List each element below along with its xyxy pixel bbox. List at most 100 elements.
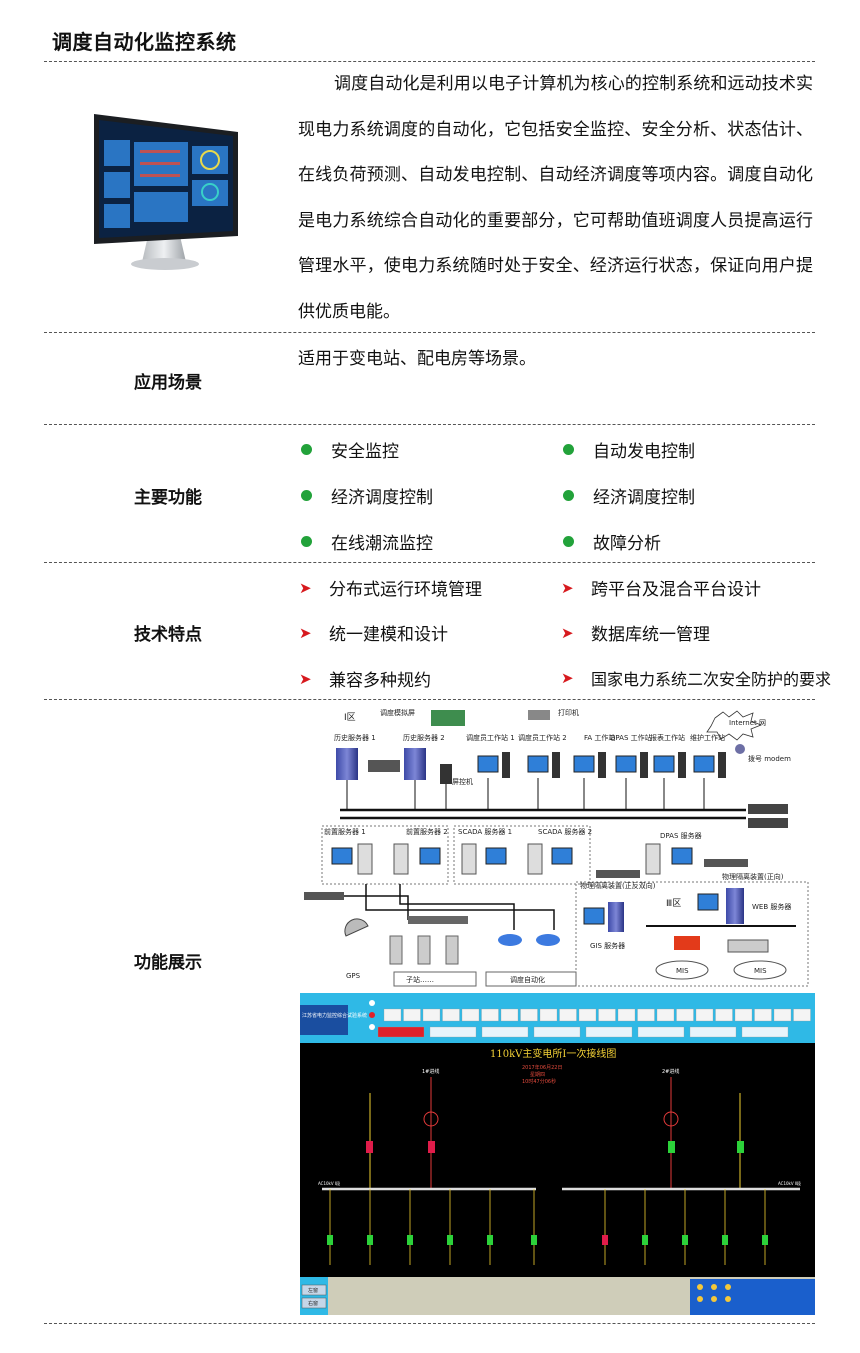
fa-label: FA 工作站: [584, 733, 615, 742]
station-tab[interactable]: [520, 1008, 538, 1022]
screen-ctrl-label: 屏控机: [452, 777, 473, 786]
station-tab[interactable]: [461, 1008, 480, 1022]
station-tab[interactable]: [617, 1008, 636, 1022]
station-tab[interactable]: [715, 1008, 733, 1022]
breaker-icon: [367, 1235, 373, 1245]
scenario-text: 适用于变电站、配电房等场景。: [298, 349, 536, 369]
server-icon: [404, 748, 426, 780]
station-tab[interactable]: [773, 1008, 792, 1022]
feature-item: ➤ 国家电力系统二次安全防护的要求: [561, 666, 831, 690]
section-label-functions: 主要功能: [134, 488, 202, 508]
front2-label: 前置服务器 2: [406, 827, 448, 836]
right-window-button[interactable]: [301, 1297, 327, 1309]
station-tab[interactable]: [481, 1008, 499, 1022]
arrow-bullet-icon: ➤: [561, 669, 574, 687]
report-ws-label: 报表工作站: [650, 733, 685, 742]
station-tab[interactable]: [598, 1008, 616, 1022]
section-label-scenario: 应用场景: [134, 373, 202, 393]
scada-date: 2017年06月22日: [522, 1064, 562, 1071]
menu-tab[interactable]: [533, 1026, 581, 1038]
front1-label: 前置服务器 1: [324, 827, 366, 836]
firewall-icon: [674, 936, 700, 950]
feature-label: 分布式运行环境管理: [329, 580, 482, 600]
screen-ctrl-icon: [440, 764, 452, 784]
station-tab[interactable]: [695, 1008, 714, 1022]
divider: [44, 562, 815, 563]
feature-label: 统一建模和设计: [329, 625, 448, 645]
right-window-label: 右窗: [308, 1300, 318, 1307]
station-tab[interactable]: [559, 1008, 577, 1022]
iso-fwd-label: 物理隔离装置(正向): [722, 872, 784, 881]
station-tab[interactable]: [578, 1008, 597, 1022]
scada1-label: SCADA 服务器 1: [458, 827, 512, 836]
scada-weekday: 星期四: [530, 1072, 545, 1078]
sim-screen-label: 调度模拟屏: [380, 708, 415, 717]
feature-item: ➤跨平台及混合平台设计: [561, 575, 761, 601]
station-tab[interactable]: [754, 1008, 772, 1022]
divider: [44, 1323, 815, 1324]
menu-tab[interactable]: [741, 1026, 789, 1038]
breaker-icon: [642, 1235, 648, 1245]
menu-tab[interactable]: [585, 1026, 633, 1038]
scada-screenshot: 江苏省电力监控综合试验系统 110kV主变电所Ⅰ一次接线图 2017年06月22…: [300, 993, 815, 1315]
feature-item: ➤兼容多种规约: [299, 666, 431, 692]
arrow-bullet-icon: ➤: [299, 578, 312, 597]
breaker-icon: [722, 1235, 728, 1245]
menu-tab[interactable]: [481, 1026, 529, 1038]
bullet-dot-icon: [563, 536, 574, 547]
intro-text: 调度自动化是利用以电子计算机为核心的控制系统和远动技术实现电力系统调度的自动化，…: [298, 74, 813, 322]
divider: [44, 332, 815, 333]
gps-label: GPS: [346, 972, 361, 980]
iso-bi-label: 物理隔离装置(正反双向): [580, 881, 656, 890]
station-tab[interactable]: [383, 1008, 402, 1022]
station-tab[interactable]: [500, 1008, 519, 1022]
station-tab[interactable]: [422, 1008, 441, 1022]
breaker-icon: [602, 1235, 608, 1245]
scada-title: 110kV主变电所Ⅰ一次接线图: [490, 1047, 616, 1060]
zone3-label: Ⅲ区: [666, 898, 681, 909]
function-item: 经济调度控制: [563, 483, 695, 508]
station-tab[interactable]: [403, 1008, 421, 1022]
hist1-label: 历史服务器 1: [334, 733, 376, 742]
menu-tab[interactable]: [689, 1026, 737, 1038]
station-tab[interactable]: [734, 1008, 753, 1022]
function-label: 经济调度控制: [593, 488, 695, 508]
station-tab[interactable]: [676, 1008, 694, 1022]
scada2-label: SCADA 服务器 2: [538, 827, 592, 836]
bullet-dot-icon: [563, 490, 574, 501]
station-tab[interactable]: [539, 1008, 558, 1022]
breaker-icon: [487, 1235, 493, 1245]
function-item: 经济调度控制: [301, 483, 433, 508]
breaker-icon: [327, 1235, 333, 1245]
feature-label: 跨平台及混合平台设计: [591, 580, 761, 600]
menu-tab[interactable]: [377, 1026, 425, 1038]
breaker-icon: [447, 1235, 453, 1245]
line1-label: 1#进线: [422, 1068, 439, 1075]
station-tab[interactable]: [442, 1008, 460, 1022]
page-title: 调度自动化监控系统: [52, 30, 237, 54]
breaker-icon: [762, 1235, 768, 1245]
mis2-label: MIS: [754, 967, 767, 975]
menu-tab[interactable]: [637, 1026, 685, 1038]
ws1-label: 调度员工作站 1: [466, 733, 515, 742]
feature-label: 兼容多种规约: [329, 671, 431, 691]
scada-logo: 江苏省电力监控综合试验系统: [302, 1012, 367, 1019]
function-item: 在线潮流监控: [301, 529, 433, 554]
server-icon: [336, 748, 358, 780]
divider: [44, 699, 815, 700]
station-tab[interactable]: [793, 1008, 811, 1022]
arrow-bullet-icon: ➤: [561, 623, 574, 642]
monitor-image: [94, 114, 238, 270]
bullet-dot-icon: [301, 444, 312, 455]
feature-item: ➤ 分布式运行环境管理: [299, 575, 482, 601]
maint-ws-label: 维护工作站: [690, 733, 725, 742]
station-tab[interactable]: [637, 1008, 655, 1022]
feature-label: 国家电力系统二次安全防护的要求: [591, 670, 832, 689]
function-label: 安全监控: [331, 442, 399, 462]
modem-label: 拨号 modem: [748, 754, 791, 763]
menu-tab[interactable]: [429, 1026, 477, 1038]
left-window-button[interactable]: [301, 1284, 327, 1296]
station-tab[interactable]: [656, 1008, 675, 1022]
scada-time: 10时47分06秒: [522, 1078, 556, 1085]
printer-label: 打印机: [558, 708, 579, 717]
